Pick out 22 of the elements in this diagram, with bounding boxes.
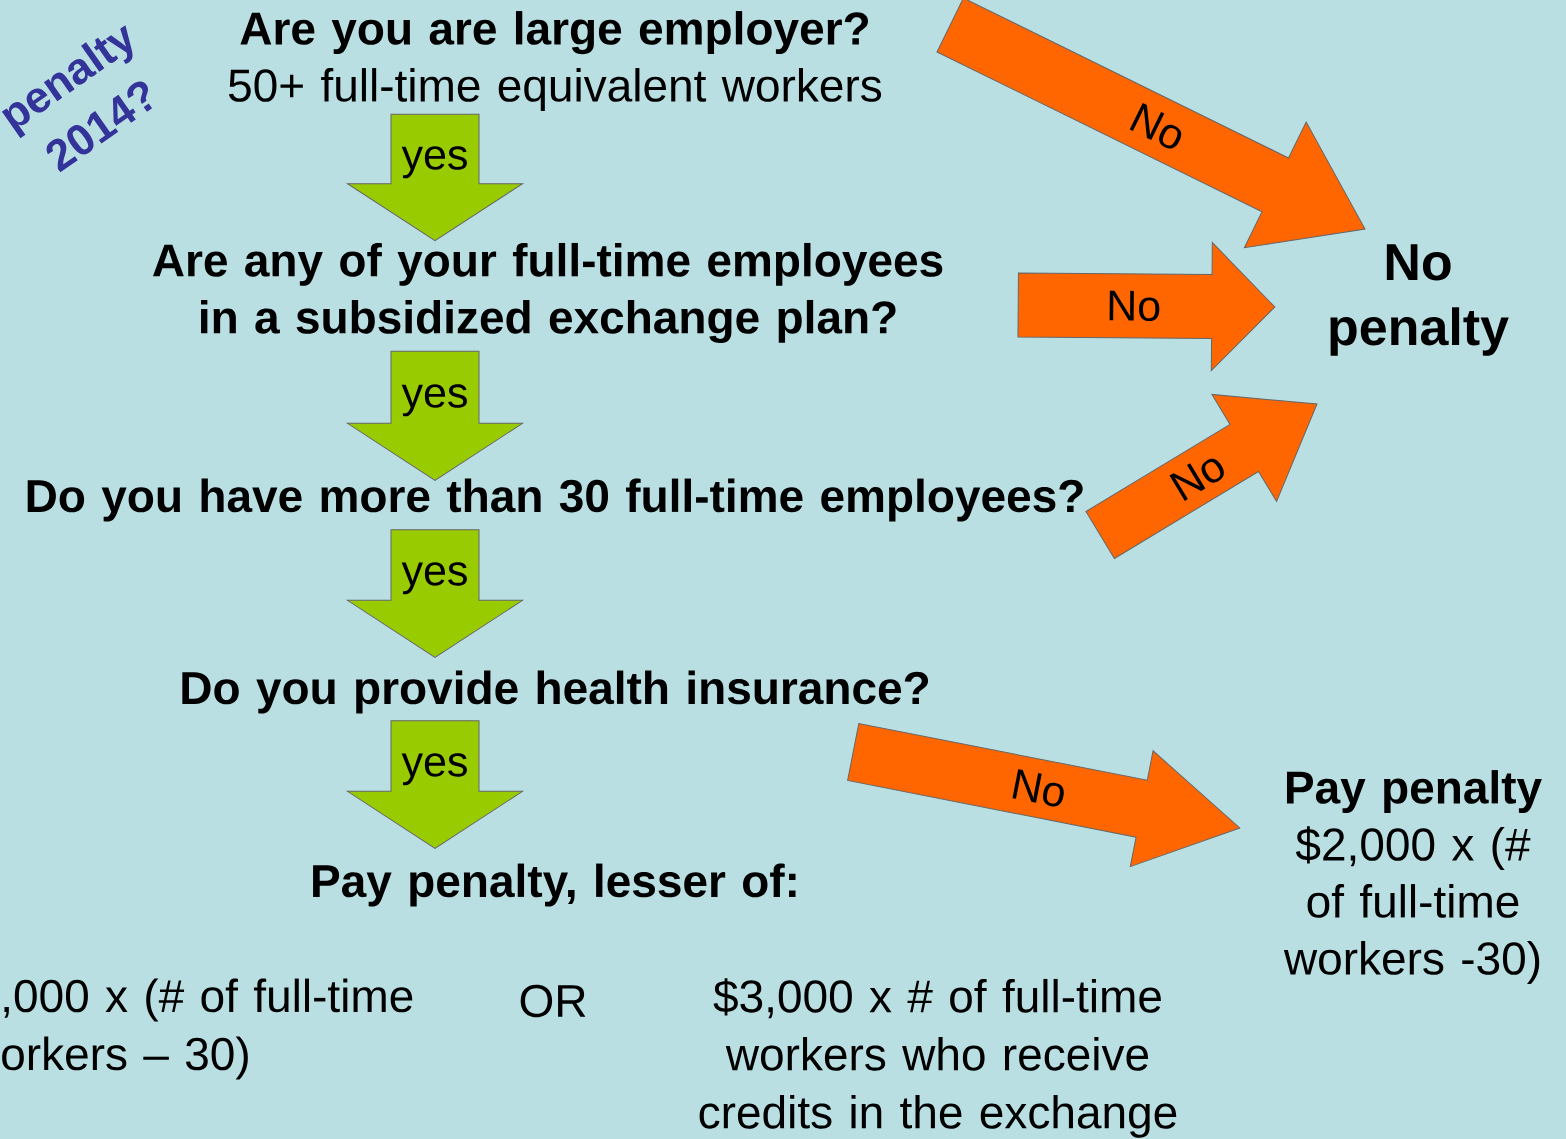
edge-label: No (1165, 447, 1231, 505)
formula-text: $3,000 x # of full-time workers who receive credits in the exchange (699, 978, 1177, 1138)
question-text: Do you have more than 30 full-time employees? (27, 478, 1083, 522)
or-text: OR (520, 984, 586, 1018)
edge-label: yes (400, 561, 470, 596)
block-arrow (1085, 393, 1318, 560)
edge-label: yes (400, 145, 470, 180)
block-arrow (847, 723, 1241, 868)
edge-label: yes (400, 752, 470, 787)
edge-label: No (1125, 100, 1191, 154)
edge-label: yes (400, 383, 470, 418)
result-text: No penalty (1330, 244, 1509, 356)
question-text: Do you provide health insurance? (182, 670, 929, 714)
formula-text: ,000 x (# of full-time orkers – 30) (2, 978, 413, 1080)
result-text: Pay penalty $2,000 x (# of full-time workers -30) (1283, 770, 1542, 984)
question-text: Are you are large employer? 50+ full-time equivalent workers (228, 11, 882, 111)
question-text: Are any of your full-time employees in a subsidized exchange plan? (152, 242, 943, 344)
edge-label: No (1007, 767, 1070, 810)
block-arrow (1017, 242, 1276, 371)
edge-label: No (1105, 289, 1163, 323)
result-text: Pay penalty, lesser of: (313, 863, 796, 907)
block-arrow (936, 0, 1366, 249)
